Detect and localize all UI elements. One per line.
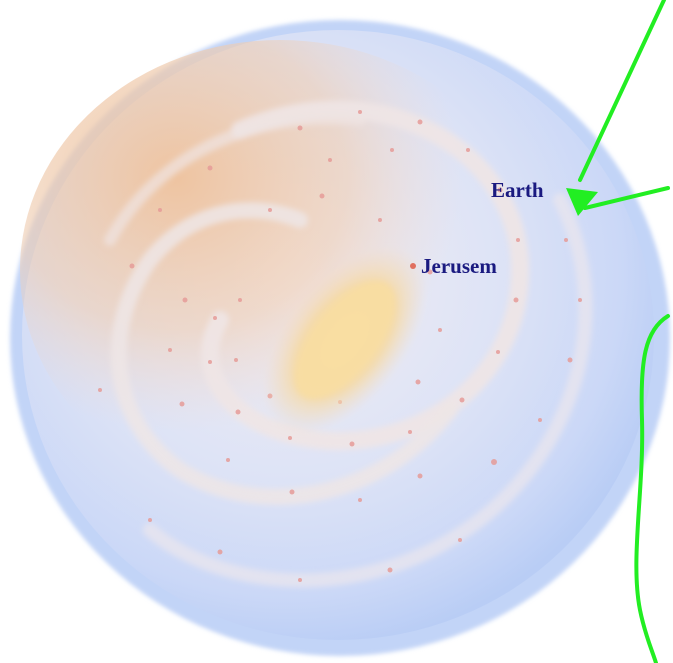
spiral-arms	[104, 100, 593, 588]
jerusem-marker	[410, 263, 416, 269]
pointer-arrows	[578, 0, 670, 663]
galactic-core	[262, 245, 428, 435]
earth-arrow-upper-line	[578, 0, 666, 182]
jerusem-label: Jerusem	[421, 254, 497, 278]
star-clusters	[98, 110, 582, 582]
earth-arrow-right-line	[583, 186, 670, 210]
earth-arrowhead	[566, 188, 598, 216]
earth-label: Earth	[491, 178, 544, 202]
bracket-curve	[634, 314, 670, 663]
